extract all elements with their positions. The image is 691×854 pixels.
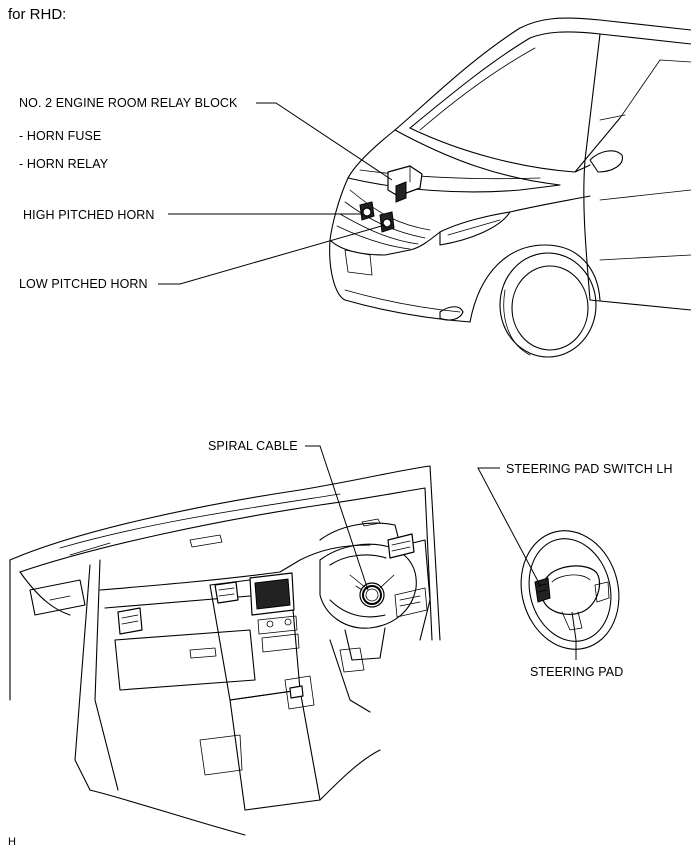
spiral-cable-part	[355, 585, 382, 605]
low-horn-leader	[158, 224, 386, 285]
spiral-cable-leader	[305, 445, 369, 591]
low-pitched-horn-part	[379, 211, 395, 233]
horn-relay-label: - HORN RELAY	[19, 157, 109, 171]
relay-block-leader	[256, 102, 393, 181]
high-pitched-horn-label: HIGH PITCHED HORN	[23, 208, 155, 222]
diagram-title: for RHD:	[8, 6, 67, 23]
steering-pad-switch-label: STEERING PAD SWITCH LH	[506, 462, 673, 476]
spiral-cable-label: SPIRAL CABLE	[208, 439, 298, 453]
dashboard-drawing	[9, 465, 441, 836]
relay-block-part	[387, 165, 423, 203]
steering-pad-leader	[571, 611, 577, 660]
steering-wheel-drawing	[520, 530, 620, 650]
steering-pad-label: STEERING PAD	[530, 665, 624, 679]
low-pitched-horn-label: LOW PITCHED HORN	[19, 277, 148, 291]
figure-code: H	[8, 836, 16, 848]
steering-pad-switch-leader	[477, 467, 541, 586]
horn-fuse-label: - HORN FUSE	[19, 129, 102, 143]
vehicle-front-drawing	[329, 17, 691, 358]
high-pitched-horn-part	[359, 201, 375, 221]
relay-block-label: NO. 2 ENGINE ROOM RELAY BLOCK	[19, 96, 238, 110]
